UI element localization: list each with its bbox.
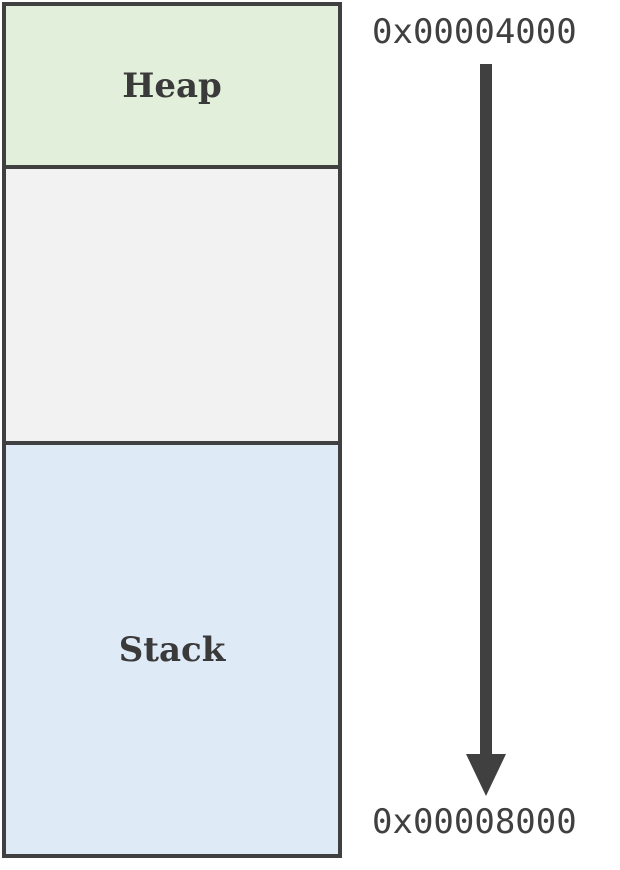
start-address-label: 0x00004000	[372, 12, 577, 52]
arrow-head	[466, 754, 506, 796]
heap-label: Heap	[122, 65, 222, 106]
arrow-shaft	[480, 64, 492, 758]
end-address-label: 0x00008000	[372, 802, 577, 842]
stack-segment: Stack	[6, 445, 338, 854]
free-space-segment	[6, 169, 338, 445]
stack-label: Stack	[118, 629, 226, 670]
heap-segment: Heap	[6, 6, 338, 169]
memory-layout-column: Heap Stack	[2, 2, 342, 858]
down-arrow-icon	[466, 64, 506, 796]
